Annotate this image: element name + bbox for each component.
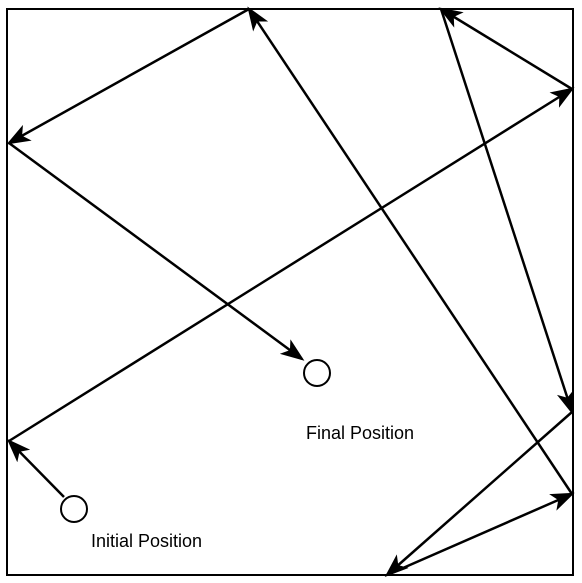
path-segment-arrow [8,87,575,443]
final-position-marker [303,359,331,387]
initial-position-label: Initial Position [91,531,202,551]
path-segment-arrow [386,492,575,577]
path-segment-arrow [6,7,250,145]
boundary-box [6,8,574,576]
path-segment-arrow [384,411,573,577]
path-segments [6,6,575,577]
initial-position-marker [60,495,88,523]
path-segment-arrow [8,141,305,361]
final-position-label: Final Position [306,423,414,443]
path-segment-arrow [6,438,65,498]
path-segment-arrow [247,6,574,495]
path-segment-arrow [439,8,575,415]
path-segment-arrow [438,7,573,91]
